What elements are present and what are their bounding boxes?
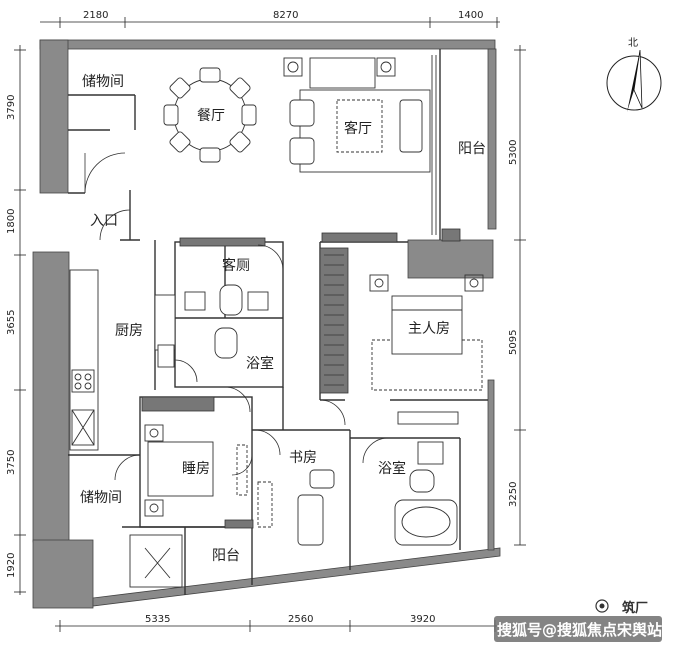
- watermark: 搜狐号@搜狐焦点宋舆站 筑厂: [494, 599, 662, 642]
- dim-left-3: 3655: [6, 310, 17, 335]
- wardrobe-hatch: [324, 254, 344, 386]
- label-bedroom: 睡房: [182, 461, 210, 477]
- label-bath-master: 浴室: [378, 460, 406, 477]
- north-arrow-icon: 北: [606, 37, 662, 112]
- elevator-shaft: [129, 534, 183, 588]
- master-furniture: [369, 274, 484, 425]
- dining-set: [163, 67, 257, 163]
- label-entrance: 入口: [90, 213, 118, 229]
- dim-bottom-3: 3920: [410, 614, 435, 625]
- room-labels: 储物间 餐厅 客厅 阳台 入口 客厕 厨房 主人房 浴室 睡房 书房 浴室 储物…: [80, 74, 486, 564]
- living-furniture: [283, 55, 437, 235]
- label-master: 主人房: [408, 321, 450, 337]
- label-living: 客厅: [344, 120, 372, 137]
- label-study: 书房: [289, 450, 317, 466]
- study-furniture: [257, 469, 335, 546]
- label-kitchen: 厨房: [115, 323, 143, 339]
- exterior-walls: [32, 39, 501, 609]
- label-dining: 餐厅: [197, 108, 225, 124]
- dimension-text: 2180 8270 1400 5335 2560 3920 3790 1800 …: [6, 10, 519, 625]
- dimension-lines: [14, 17, 526, 632]
- label-balcony-south: 阳台: [212, 548, 240, 564]
- bedroom-furniture: [144, 424, 248, 517]
- label-storage-bottom: 储物间: [80, 490, 122, 506]
- dim-right-2: 5095: [508, 330, 519, 355]
- dim-right-3: 3250: [508, 482, 519, 507]
- dim-left-1: 3790: [6, 95, 17, 120]
- camera-icon: [595, 599, 609, 613]
- watermark-brand: 筑厂: [622, 600, 648, 616]
- label-balcony-east: 阳台: [458, 141, 486, 157]
- label-storage-top: 储物间: [82, 74, 124, 90]
- watermark-text: 搜狐号@搜狐焦点宋舆站: [497, 621, 662, 639]
- dim-bottom-1: 5335: [145, 614, 170, 625]
- kitchen-counter: [69, 269, 176, 451]
- north-label: 北: [628, 37, 638, 49]
- dim-right-1: 5300: [508, 140, 519, 165]
- label-guest-wc: 客厕: [222, 257, 250, 274]
- dim-bottom-2: 2560: [288, 614, 313, 625]
- dim-left-4: 3750: [6, 450, 17, 475]
- dim-top-1: 2180: [83, 10, 108, 21]
- dim-top-2: 8270: [273, 10, 298, 21]
- label-bath-center: 浴室: [246, 355, 274, 372]
- dim-top-3: 1400: [458, 10, 483, 21]
- bathroom-fixtures: [184, 284, 458, 546]
- thick-walls: [141, 228, 461, 529]
- dim-left-5: 1920: [6, 553, 17, 578]
- door-swings: [84, 152, 389, 481]
- dim-left-2: 1800: [6, 209, 17, 234]
